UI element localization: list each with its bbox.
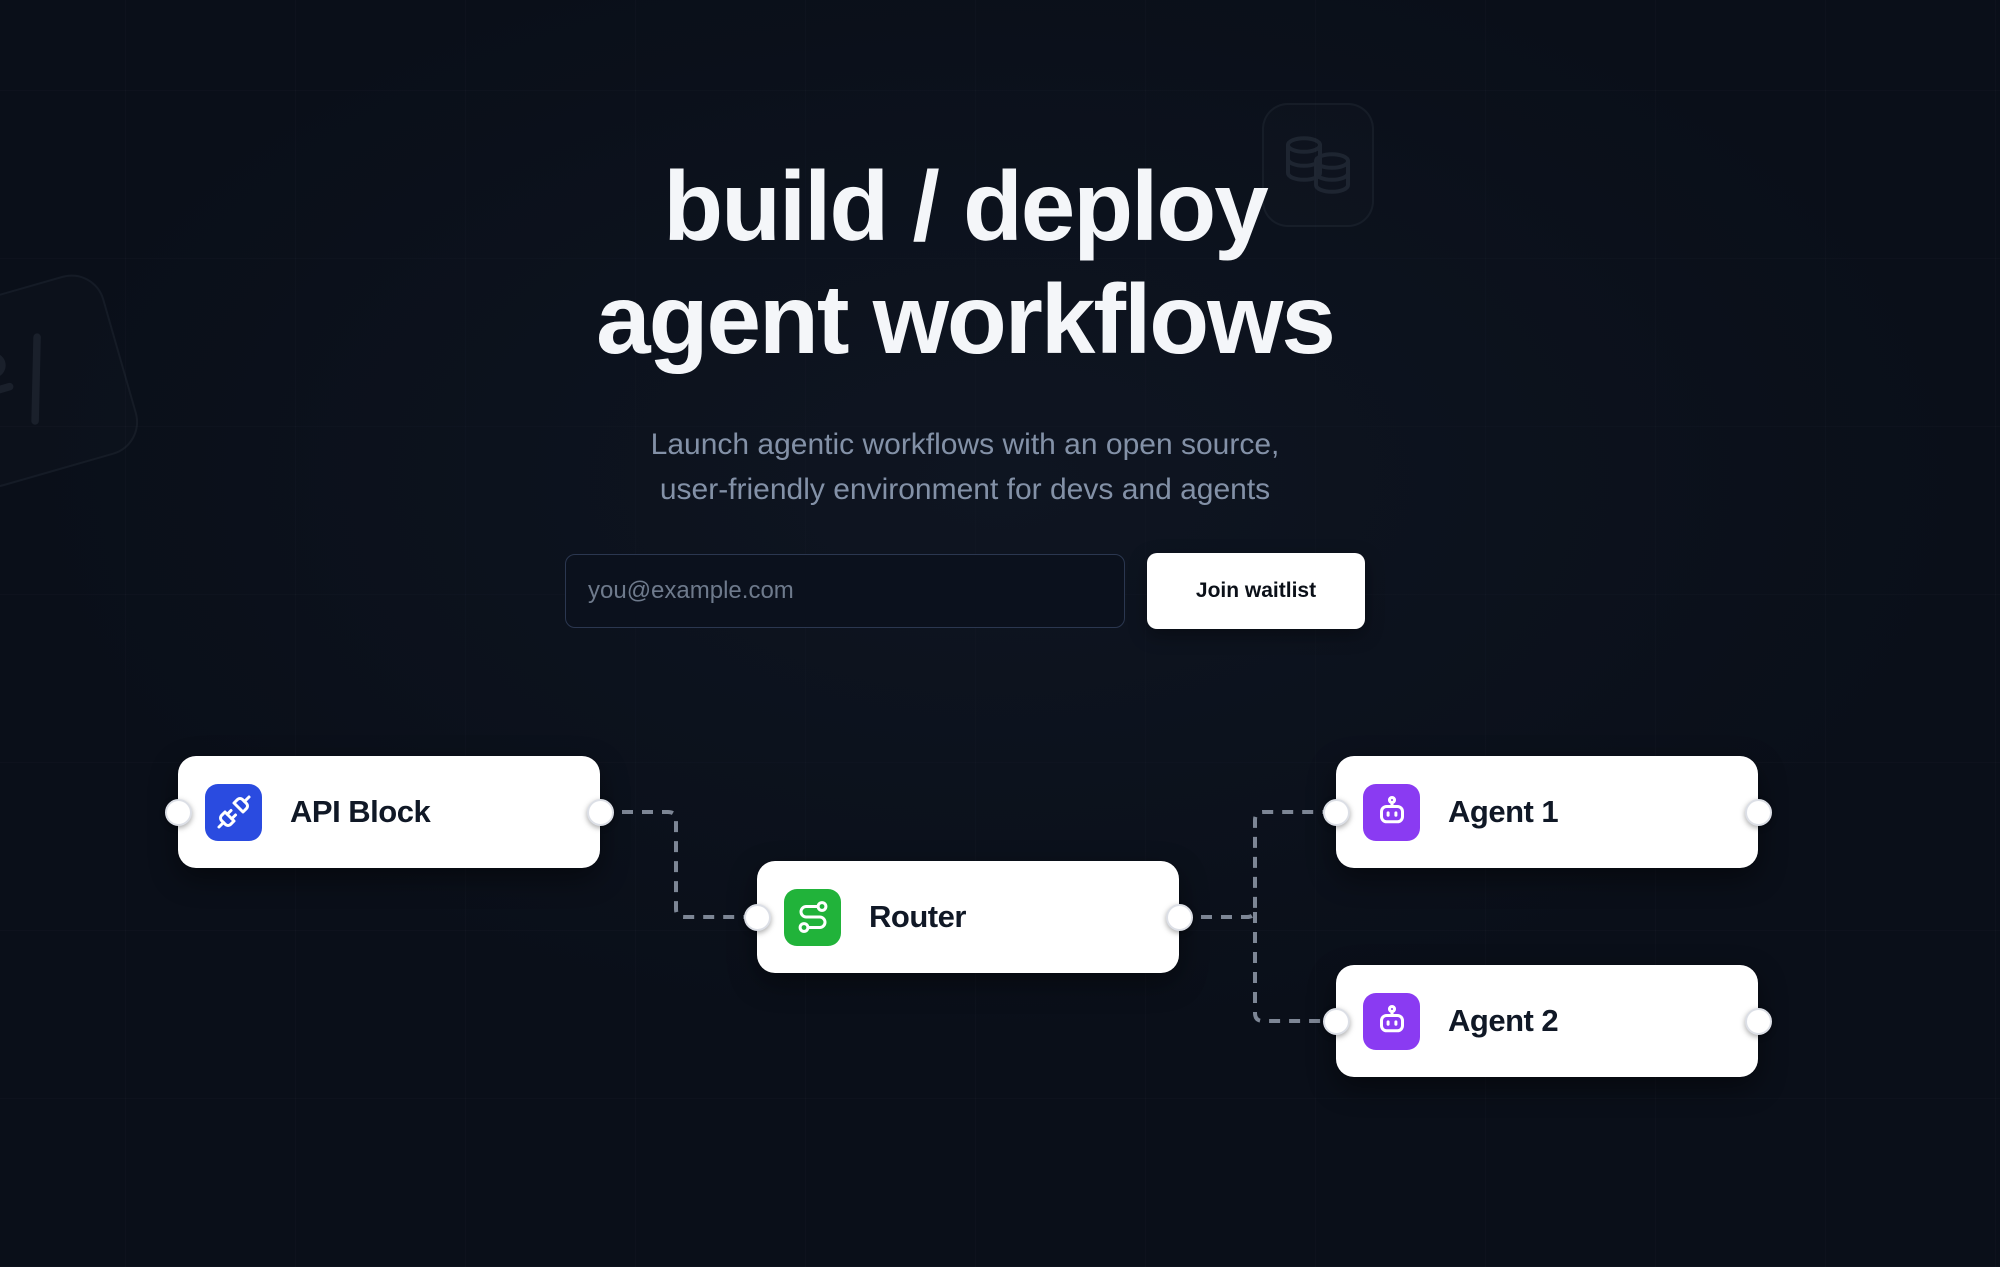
plug-icon — [217, 795, 250, 829]
node-handle-output[interactable] — [1744, 1007, 1772, 1035]
api-icon-box — [205, 783, 262, 841]
node-handle-output[interactable] — [1744, 798, 1772, 826]
node-api-block[interactable]: API Block — [164, 756, 614, 868]
hero-section: build / deploy agent workflows Launch ag… — [0, 0, 1930, 512]
node-agent-1[interactable]: Agent 1 — [1322, 756, 1772, 868]
edge-api-to-router — [602, 810, 755, 919]
node-label: Agent 1 — [1448, 794, 1559, 829]
database-icon — [1286, 136, 1350, 194]
node-handle-input[interactable] — [164, 798, 192, 826]
page-subtitle-line1: Launch agentic workflows with an open so… — [650, 428, 1280, 461]
bot-icon — [1379, 795, 1404, 824]
waitlist-form: Join waitlist — [565, 553, 1365, 629]
node-handle-input[interactable] — [1322, 1007, 1350, 1035]
route-icon — [798, 901, 827, 933]
node-label: Agent 2 — [1448, 1003, 1559, 1038]
router-icon-box — [784, 888, 841, 946]
node-label: Router — [869, 899, 966, 934]
agent-icon-box — [1363, 992, 1420, 1050]
agent-icon-box — [1363, 783, 1420, 841]
page-title: build / deploy agent workflows — [0, 150, 1930, 376]
ghost-tile-code — [0, 266, 147, 496]
page-subtitle-line2: user-friendly environment for devs and a… — [659, 473, 1271, 506]
page-subtitle: Launch agentic workflows with an open so… — [0, 422, 1930, 512]
edge-router-to-agent2 — [1253, 912, 1334, 1023]
node-handle-output[interactable] — [1165, 903, 1193, 931]
bot-icon — [1379, 1004, 1404, 1033]
node-agent-2[interactable]: Agent 2 — [1322, 965, 1772, 1077]
join-waitlist-button[interactable]: Join waitlist — [1147, 553, 1365, 629]
email-input[interactable] — [565, 554, 1125, 628]
node-label: API Block — [290, 794, 431, 829]
node-handle-output[interactable] — [586, 798, 614, 826]
page-title-line2: agent workflows — [596, 264, 1336, 374]
page-title-line1: build / deploy — [663, 151, 1269, 261]
node-handle-input[interactable] — [743, 903, 771, 931]
code-slash-icon — [0, 333, 41, 425]
node-router[interactable]: Router — [743, 861, 1193, 973]
ghost-tile-database — [1262, 103, 1374, 227]
edge-router-to-agent1 — [1181, 810, 1334, 919]
node-handle-input[interactable] — [1322, 798, 1350, 826]
